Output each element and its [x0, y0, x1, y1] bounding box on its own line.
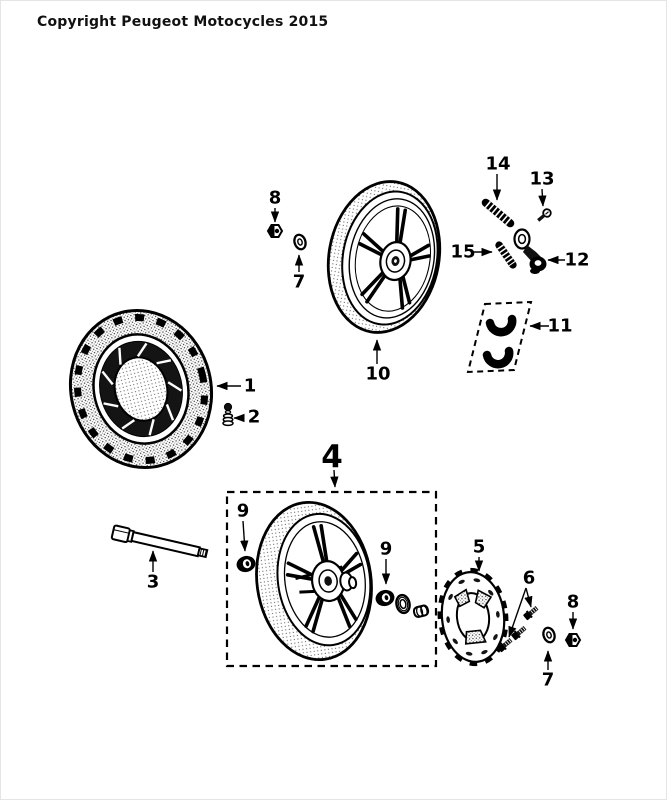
callout-label-9-right: 9 — [380, 539, 393, 560]
disc-bolts-drawing — [497, 606, 539, 653]
leader-9-left — [240, 520, 249, 552]
dust-seal-drawing — [395, 593, 411, 615]
callout-label-8-bottom: 8 — [567, 592, 580, 613]
tire-drawing — [68, 308, 214, 470]
callout-label-7-top: 7 — [293, 272, 306, 293]
brake-arm-drawing — [513, 228, 547, 274]
washer-bottom-drawing — [542, 626, 556, 644]
bearing-left-drawing — [236, 555, 256, 573]
spring-15-drawing — [495, 241, 517, 269]
leader-13 — [538, 188, 547, 207]
callout-label-14: 14 — [485, 154, 510, 175]
spring-14-drawing — [481, 198, 515, 228]
callout-label-9-left: 9 — [237, 501, 250, 522]
callout-label-10: 10 — [365, 364, 390, 385]
front-wheel-drawing — [255, 500, 373, 662]
leader-lines — [148, 174, 578, 670]
tire-valve-drawing — [222, 402, 234, 427]
leader-6a — [524, 587, 533, 608]
copyright-text: Copyright Peugeot Motocycles 2015 — [37, 14, 329, 30]
callout-label-12: 12 — [564, 250, 589, 271]
brake-shoes-drawing — [466, 300, 533, 374]
bolt-13-drawing — [537, 208, 552, 222]
callout-label-2: 2 — [248, 407, 261, 428]
leader-6b — [508, 587, 527, 638]
rear-wheel-drawing — [326, 180, 442, 334]
leader-4 — [330, 469, 339, 488]
callout-label-6: 6 — [523, 568, 536, 589]
callout-labels: 1 2 3 4 5 6 7 8 7 8 9 9 10 11 12 13 14 1… — [147, 154, 590, 691]
callout-label-11: 11 — [547, 316, 572, 337]
axle-drawing — [110, 524, 209, 559]
nut-top-drawing — [266, 224, 284, 238]
callout-label-3: 3 — [147, 572, 160, 593]
front-wheel-assembly-box — [225, 490, 438, 668]
callout-label-13: 13 — [529, 169, 554, 190]
callout-label-1: 1 — [244, 376, 257, 397]
callout-label-8-top: 8 — [269, 188, 282, 209]
callout-label-7-bottom: 7 — [542, 670, 555, 691]
washer-top-drawing — [293, 233, 307, 251]
callout-label-4: 4 — [321, 439, 343, 475]
bearing-right-drawing — [375, 589, 395, 607]
callout-label-15: 15 — [450, 242, 475, 263]
callout-label-5: 5 — [473, 537, 486, 558]
nut-bottom-drawing — [564, 633, 582, 647]
spacer-drawing — [412, 604, 430, 618]
brake-disc-drawing — [437, 567, 509, 667]
